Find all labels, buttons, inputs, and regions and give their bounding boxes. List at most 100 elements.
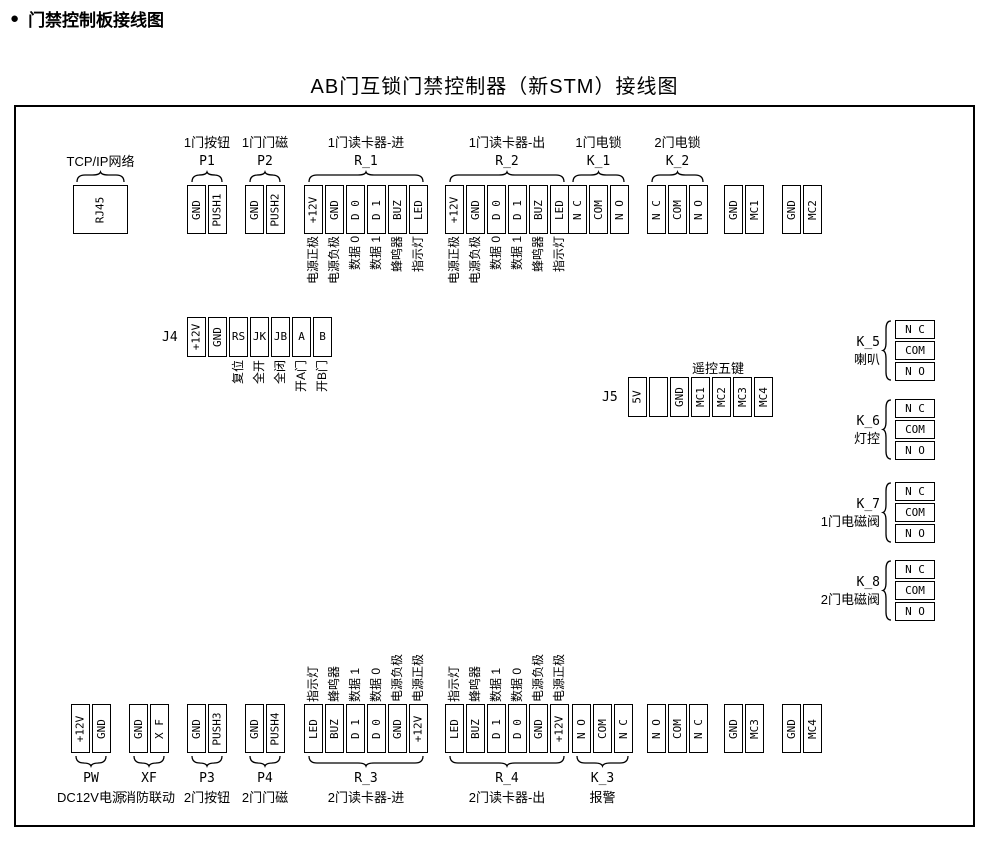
- connector-name: J5: [602, 390, 618, 405]
- pin-desc: 电源负极: [468, 236, 482, 285]
- pin-GND: GND: [782, 704, 801, 753]
- brace-icon: [572, 169, 625, 183]
- connector-label: 1门电磁阀: [820, 513, 880, 529]
- pin-blank: [649, 377, 668, 417]
- pin-B: B: [313, 317, 332, 357]
- pin-LED: LED: [304, 704, 323, 753]
- pin-COM: COM: [593, 704, 612, 753]
- brace-icon: [880, 560, 892, 621]
- connector-label: 1门电锁: [575, 135, 622, 150]
- pin-MC2: MC2: [803, 185, 822, 234]
- pin-LED: LED: [445, 704, 464, 753]
- pin-+12V: +12V: [71, 704, 90, 753]
- pin-desc: 数据 0: [510, 667, 524, 702]
- brace-icon: [249, 755, 281, 769]
- pin-X F: X F: [150, 704, 169, 753]
- pin-desc: 电源负极: [327, 236, 341, 285]
- pin-row: RJ45: [73, 185, 128, 234]
- pin-PUSH2: PUSH2: [266, 185, 285, 234]
- pin-desc: 电源正极: [411, 653, 425, 702]
- pin-GND: GND: [724, 185, 743, 234]
- pin-N O: N O: [895, 602, 935, 621]
- connector-name: R_2: [495, 154, 519, 169]
- connector-label: 2门电磁阀: [820, 591, 880, 607]
- connector-label: DC12V电源: [57, 790, 125, 805]
- pin-N O: N O: [647, 704, 666, 753]
- pin-MC3: MC3: [745, 704, 764, 753]
- pin-N O: N O: [610, 185, 629, 234]
- brace-icon: [133, 755, 165, 769]
- pin-desc: 开B门: [315, 360, 329, 393]
- pin-desc: 蜂鸣器: [390, 236, 404, 273]
- pin-COM: COM: [589, 185, 608, 234]
- pin-N C: N C: [689, 704, 708, 753]
- pin-COM: COM: [895, 420, 935, 439]
- pin-MC1: MC1: [745, 185, 764, 234]
- pin-GND: GND: [92, 704, 111, 753]
- pin-PUSH3: PUSH3: [208, 704, 227, 753]
- connector-label: 消防联动: [123, 790, 176, 805]
- pin-GND: GND: [187, 185, 206, 234]
- brace-icon: [308, 169, 424, 183]
- pin-N C: N C: [568, 185, 587, 234]
- pin-PUSH4: PUSH4: [266, 704, 285, 753]
- connector-name: R_3: [354, 771, 378, 786]
- pin-desc: 数据 1: [369, 236, 383, 271]
- pin-N O: N O: [689, 185, 708, 234]
- pin-GND: GND: [529, 704, 548, 753]
- pin-D 0: D 0: [367, 704, 386, 753]
- pin-N O: N O: [572, 704, 591, 753]
- connector-label: 1门读卡器-进: [327, 135, 405, 150]
- pin-LED: LED: [409, 185, 428, 234]
- connector-label: 1门读卡器-出: [468, 135, 546, 150]
- pin-N C: N C: [895, 482, 935, 501]
- section-heading-text: 门禁控制板接线图: [28, 11, 165, 30]
- pin-MC2: MC2: [712, 377, 731, 417]
- pin-desc: 数据 0: [369, 667, 383, 702]
- pin-GND: GND: [245, 185, 264, 234]
- pin-desc: 指示灯: [411, 236, 425, 273]
- pin-desc: 数据 0: [489, 236, 503, 271]
- connector-name: K_5: [856, 334, 880, 350]
- pin-+12V: +12V: [445, 185, 464, 234]
- pin-+12V: +12V: [550, 704, 569, 753]
- pin-D 0: D 0: [346, 185, 365, 234]
- brace-icon: [576, 755, 629, 769]
- pin-GND: GND: [466, 185, 485, 234]
- brace-icon: [191, 755, 223, 769]
- pin-GND: GND: [245, 704, 264, 753]
- pin-desc: 数据 1: [348, 667, 362, 702]
- connector-label: 喇叭: [853, 351, 880, 367]
- pin-MC4: MC4: [754, 377, 773, 417]
- pin-desc: 数据 1: [510, 236, 524, 271]
- brace-icon: [651, 169, 704, 183]
- pin-desc: 蜂鸣器: [531, 236, 545, 273]
- pin-BUZ: BUZ: [466, 704, 485, 753]
- pin-GND: GND: [129, 704, 148, 753]
- pin-desc: 数据 0: [348, 236, 362, 271]
- connector-label: 报警: [589, 790, 616, 805]
